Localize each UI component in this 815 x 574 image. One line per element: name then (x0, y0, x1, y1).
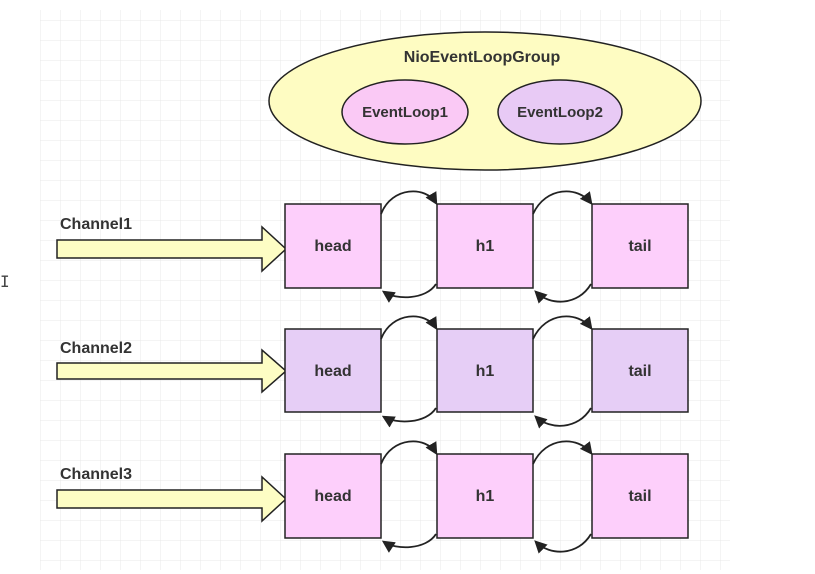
link-arrow-forward-1 (380, 190, 438, 215)
link-arrow-back-1 (381, 533, 437, 553)
handler-h1 (436, 453, 534, 539)
handler-head (284, 328, 382, 413)
channel-label: Channel1 (60, 216, 132, 233)
handler-h1-label: h1 (476, 238, 495, 255)
handler-h1 (436, 328, 534, 413)
handler-tail (591, 328, 689, 413)
channel-label: Channel3 (60, 466, 132, 483)
link-arrow-forward-1 (380, 440, 438, 465)
link-arrow-back-1 (381, 283, 437, 303)
event-loop-2-label: EventLoop2 (517, 104, 603, 121)
handler-h1-label: h1 (476, 363, 495, 380)
input-arrow (56, 475, 288, 523)
link-arrow-back-2 (534, 283, 592, 304)
link-arrow-forward-2 (532, 440, 593, 465)
handler-head-label: head (314, 488, 351, 505)
input-arrow (56, 225, 288, 273)
link-arrow-back-2 (534, 533, 592, 554)
text-cursor-icon: I (0, 272, 10, 291)
handler-head-label: head (314, 363, 351, 380)
handler-head-label: head (314, 238, 351, 255)
event-loop-2 (497, 79, 623, 145)
handler-tail-label: tail (628, 363, 651, 380)
handler-tail-label: tail (628, 238, 651, 255)
handler-h1 (436, 203, 534, 289)
event-loop-1-label: EventLoop1 (362, 104, 448, 121)
link-arrow-back-2 (534, 407, 592, 429)
handler-head (284, 203, 382, 289)
event-loop-group: NioEventLoopGroup EventLoop1 EventLoop2 (268, 31, 702, 171)
handler-tail-label: tail (628, 488, 651, 505)
link-arrow-forward-2 (532, 190, 593, 215)
group-title: NioEventLoopGroup (404, 49, 561, 66)
handler-head (284, 453, 382, 539)
channel-label: Channel2 (60, 340, 132, 357)
event-loop-1 (341, 79, 469, 145)
handler-tail (591, 203, 689, 289)
handler-h1-label: h1 (476, 488, 495, 505)
input-arrow (56, 348, 288, 394)
link-arrow-forward-2 (532, 315, 593, 340)
handler-tail (591, 453, 689, 539)
channel-row-1: Channel1 head h1 tail (56, 190, 689, 304)
link-arrow-back-1 (381, 407, 437, 428)
channel-row-3: Channel3 head h1 tail (56, 440, 689, 554)
channel-row-2: Channel2 head h1 tail (56, 315, 689, 429)
link-arrow-forward-1 (380, 315, 438, 340)
